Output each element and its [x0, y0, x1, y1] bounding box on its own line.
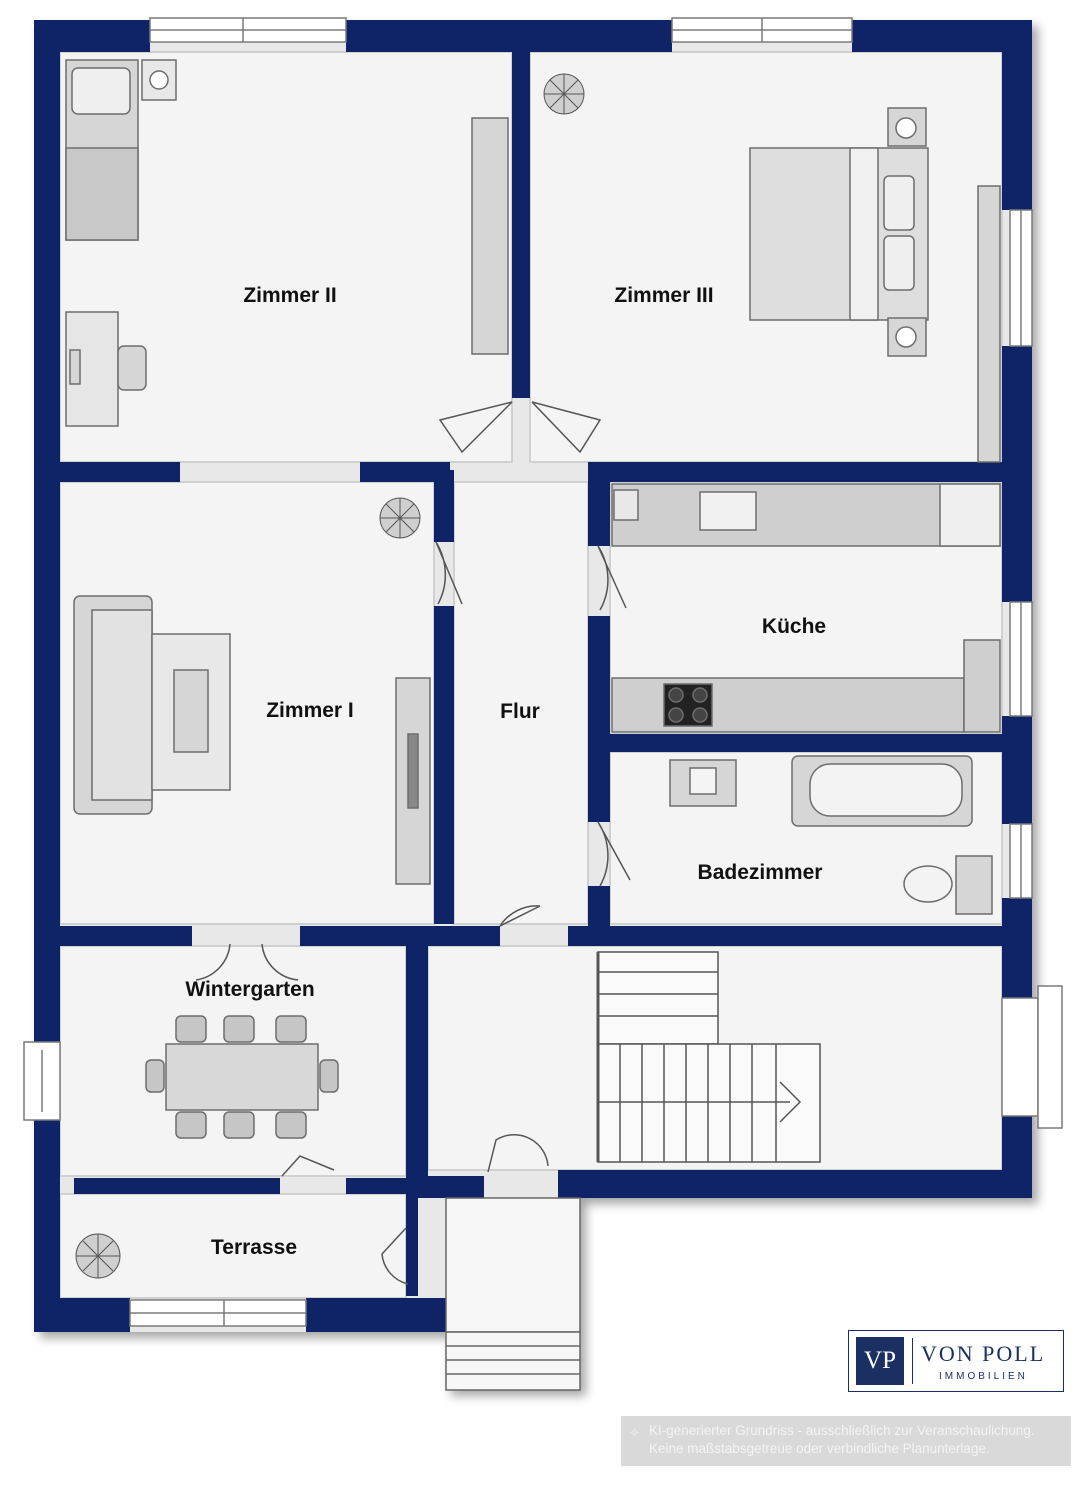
bathroom-furniture [669, 755, 993, 915]
windows [23, 17, 1063, 1327]
disclaimer-line-1: KI-generierter Grundriss - ausschließlic… [649, 1423, 1035, 1438]
entrance-steps [445, 1197, 581, 1391]
room-label-flur: Flur [500, 700, 540, 723]
zimmer1-furniture [73, 595, 431, 885]
zimmer3-furniture [749, 107, 1001, 463]
room-label-zimmer2: Zimmer II [243, 284, 337, 307]
company-logo: VP VON POLL IMMOBILIEN [848, 1330, 1064, 1392]
room-label-badezimmer: Badezimmer [697, 861, 823, 884]
staircase [596, 951, 821, 1163]
dining-set [145, 1015, 339, 1139]
kitchen-furniture [611, 483, 1001, 733]
logo-divider [912, 1338, 913, 1384]
room-label-zimmer3: Zimmer III [614, 284, 714, 307]
room-label-kueche: Küche [761, 615, 827, 638]
zimmer2-furniture [65, 59, 509, 427]
logo-subtitle: IMMOBILIEN [939, 1371, 1028, 1382]
plant-icon [75, 1233, 121, 1279]
room-label-terrasse: Terrasse [210, 1236, 298, 1259]
room-label-wintergarten: Wintergarten [185, 978, 315, 1001]
logo-name: VON POLL [921, 1341, 1046, 1366]
walls [34, 20, 1032, 1332]
plant-icon [379, 497, 421, 539]
logo-mark: VP [856, 1337, 904, 1385]
plant-icons [75, 73, 585, 1279]
disclaimer-banner: ✧ KI-generierter Grundriss - ausschließl… [621, 1416, 1071, 1466]
disclaimer-line-2: Keine maßstabsgetreue oder verbindliche … [649, 1441, 990, 1456]
room-label-zimmer1: Zimmer I [266, 699, 354, 722]
plant-icon [543, 73, 585, 115]
doors [195, 401, 631, 1285]
sparkle-icon: ✧ [629, 1425, 640, 1440]
